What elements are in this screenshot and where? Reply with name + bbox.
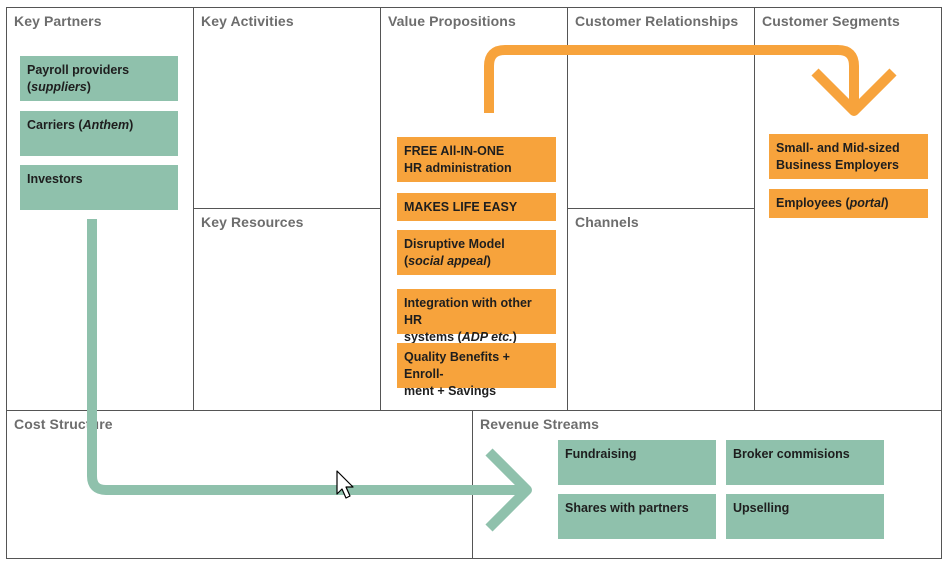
value-note-italic: social appeal [408,254,487,268]
value-note-makes-life-easy: MAKES LIFE EASY [397,193,556,221]
revenue-note-text: Fundraising [565,447,637,461]
segment-note-line: Small- and Mid-sized [776,141,900,155]
revenue-note-fundraising: Fundraising [558,440,716,485]
partner-note-text: Carriers [27,118,75,132]
revenue-note-text: Upselling [733,501,790,515]
value-note-line: Disruptive Model [404,237,505,251]
key-activities-section: Key Activities [193,7,381,209]
revenue-note-shares-with-partners: Shares with partners [558,494,716,539]
customer-segments-title: Customer Segments [762,13,900,29]
segment-note-italic: portal [849,196,885,210]
value-note-line: HR administration [404,161,512,175]
key-partners-title: Key Partners [14,13,102,29]
value-propositions-title: Value Propositions [388,13,516,29]
value-note-quality-benefits: Quality Benefits + Enroll- ment + Saving… [397,343,556,398]
value-note-italic: ADP etc. [461,330,513,344]
partner-note-payroll: Payroll providers(suppliers) [20,56,178,101]
partner-note-investors: Investors [20,165,178,210]
revenue-note-text: Shares with partners [565,501,689,515]
key-activities-title: Key Activities [201,13,294,29]
channels-section: Channels [567,208,755,411]
partner-note-italic: suppliers [31,80,87,94]
segment-note-line: Employees [776,196,843,210]
cost-structure-title: Cost Structure [14,416,113,432]
value-note-line: FREE All-IN-ONE [404,144,505,158]
customer-relationships-section: Customer Relationships [567,7,755,209]
partner-note-text: Investors [27,172,83,186]
value-note-disruptive-model: Disruptive Model (social appeal) [397,230,556,275]
partner-note-italic: Anthem [82,118,130,132]
key-resources-title: Key Resources [201,214,304,230]
value-note-line: Integration with other HR [404,296,532,327]
cost-structure-section: Cost Structure [6,410,473,559]
revenue-note-upselling: Upselling [726,494,884,539]
partner-note-text: Payroll providers [27,63,130,77]
value-note-line: Quality Benefits + Enroll- [404,350,510,381]
value-note-line: ment + Savings [404,384,497,398]
value-note-line: MAKES LIFE EASY [404,200,518,214]
segment-note-employees: Employees (portal) [769,189,928,218]
value-note-integration: Integration with other HR systems (ADP e… [397,289,556,344]
segment-note-line: Business Employers [776,158,899,172]
channels-title: Channels [575,214,639,230]
value-note-line: systems [404,330,455,344]
value-note-free-all-in-one: FREE All-IN-ONE HR administration [397,137,556,182]
segment-note-smb-employers: Small- and Mid-sized Business Employers [769,134,928,179]
revenue-streams-title: Revenue Streams [480,416,600,432]
partner-note-carriers: Carriers (Anthem) [20,111,178,156]
customer-relationships-title: Customer Relationships [575,13,739,29]
revenue-note-text: Broker commisions [733,447,850,461]
revenue-note-broker-commisions: Broker commisions [726,440,884,485]
key-resources-section: Key Resources [193,208,381,411]
